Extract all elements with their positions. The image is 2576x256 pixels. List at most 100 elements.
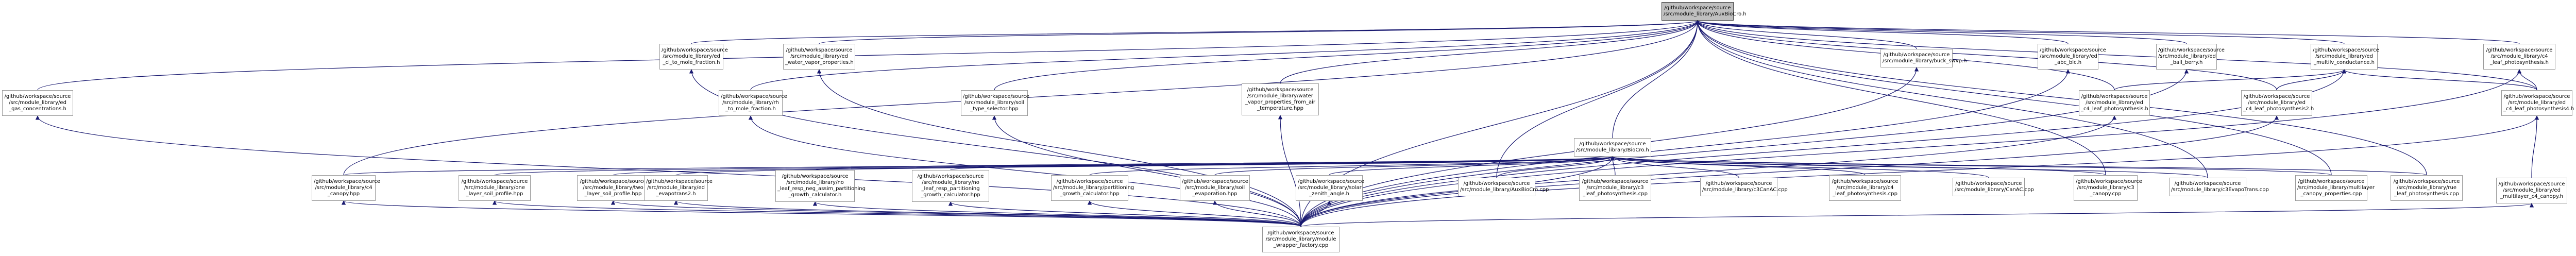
node-label-line: /src/module_library/ed	[2248, 100, 2306, 106]
dependency-edge	[1695, 20, 1917, 49]
node-label-line: /github/workspace/source	[4, 94, 71, 99]
node-label-line: /src/module_library/c3	[2077, 185, 2134, 191]
node-label-line: _zenith_angle.h	[1309, 191, 1350, 197]
node-label-line: _layer_soil_profile.hpp	[466, 191, 523, 197]
file-node[interactable]: /github/workspace/source/src/module_libr…	[1262, 227, 1340, 252]
dependency-edge	[1087, 200, 1301, 227]
file-node[interactable]: /github/workspace/source/src/module_libr…	[644, 175, 713, 201]
node-label-line: /github/workspace/source	[1247, 87, 1314, 93]
dependency-edge	[1695, 20, 2208, 178]
node-label-line: /github/workspace/source	[1832, 179, 1899, 184]
dependency-edge	[37, 20, 1700, 91]
dependency-edge	[1696, 20, 2187, 44]
file-node[interactable]: /github/workspace/source/src/module_libr…	[719, 90, 787, 116]
node-label-line: _ball_berry.h	[2170, 60, 2203, 65]
node-label-line: _canopy.hpp	[327, 191, 360, 197]
file-node[interactable]: /github/workspace/source/src/module_libr…	[1574, 138, 1651, 157]
file-node[interactable]: /github/workspace/source/src/module_libr…	[1700, 178, 1788, 196]
node-label-line: /src/module_library/soil	[1184, 185, 1245, 191]
file-node[interactable]: /github/workspace/source/src/module_libr…	[2079, 90, 2150, 116]
node-label-line: /github/workspace/source	[1182, 179, 1248, 184]
file-node[interactable]: /github/workspace/source/src/module_libr…	[2311, 44, 2379, 70]
file-node[interactable]: /github/workspace/source/src/module_libr…	[775, 170, 866, 202]
file-node[interactable]: /github/workspace/source/src/module_libr…	[459, 175, 531, 201]
file-node[interactable]: /github/workspace/source/src/module_libr…	[2501, 90, 2574, 116]
node-label-line: /src/module_library/ed	[2086, 100, 2143, 106]
node-label-line: /src/module_library/c4	[1836, 185, 1894, 191]
dependency-edge	[748, 115, 1301, 227]
file-node[interactable]: /github/workspace/source/src/module_libr…	[577, 175, 649, 201]
dependency-edge	[1278, 115, 1301, 227]
dependency-edge	[2114, 69, 2347, 91]
dependency-edge	[1212, 200, 1301, 227]
file-node[interactable]: /github/workspace/source/src/module_libr…	[2241, 90, 2314, 116]
dependency-edge	[1300, 156, 1615, 227]
file-node[interactable]: /github/workspace/source/src/module_libr…	[1829, 175, 1901, 201]
node-label-line: /src/module_library/rue	[2397, 185, 2456, 191]
file-node[interactable]: /github/workspace/source/src/module_libr…	[1880, 49, 1967, 67]
dependency-edge	[691, 20, 1700, 44]
file-node[interactable]: /github/workspace/source/src/module_libr…	[2169, 178, 2269, 196]
file-node[interactable]: /github/workspace/source/src/module_libr…	[1180, 175, 1250, 201]
node-label-line: /src/module_library/ed	[790, 54, 848, 59]
file-node[interactable]: /github/workspace/source/src/module_libr…	[2483, 44, 2555, 70]
file-node[interactable]: /github/workspace/source/src/module_libr…	[2074, 175, 2142, 201]
node-label-line: /github/workspace/source	[963, 94, 1029, 99]
file-node[interactable]: /github/workspace/source/src/module_libr…	[1953, 178, 2034, 196]
root-node: /github/workspace/source/src/module_libr…	[1662, 2, 1747, 21]
node-label-line: /github/workspace/source	[2503, 94, 2570, 99]
node-label-line: /github/workspace/source	[1664, 5, 1731, 11]
dependency-edge	[1280, 20, 1700, 84]
node-label-line: /github/workspace/source	[662, 47, 728, 53]
file-node[interactable]: /github/workspace/source/src/module_libr…	[2, 90, 73, 116]
file-node[interactable]: /github/workspace/source/src/module_libr…	[1242, 83, 1319, 115]
dependency-edge	[1496, 20, 1700, 178]
node-label-line: /github/workspace/source	[2313, 47, 2379, 53]
dependency-edge	[1695, 20, 2332, 176]
dependency-edge	[1696, 20, 2069, 44]
node-label-line: _multilv_conductance.h	[2314, 60, 2375, 65]
file-node[interactable]: /github/workspace/source/src/module_libr…	[1579, 175, 1651, 201]
node-label-line: _c4_leaf_photosynthesis2.h	[2243, 106, 2314, 112]
node-label-line: _leaf_resp_partitioning	[921, 186, 980, 192]
file-node[interactable]: /github/workspace/source/src/module_libr…	[2295, 175, 2375, 201]
node-label-line: /src/module_library/ed	[9, 100, 66, 106]
node-label-line: /src/module_library/two	[583, 185, 643, 191]
node-label-line: _multilayer_c4_canopy.h	[2500, 194, 2563, 199]
node-label-line: /src/module_library/BioCro.h	[1576, 147, 1649, 153]
node-label-line: /src/module_library/water	[1247, 93, 1313, 99]
node-label-line: /src/module_library/partitioning	[1053, 185, 1134, 191]
node-label-line: /src/module_library/c3EvapoTrans.cpp	[2171, 187, 2269, 193]
dependency-edge	[1611, 156, 2332, 176]
file-node[interactable]: /github/workspace/source/src/module_libr…	[912, 170, 989, 202]
node-label-line: /github/workspace/source	[314, 179, 380, 184]
file-node[interactable]: /github/workspace/source/src/module_libr…	[1051, 175, 1134, 201]
file-node[interactable]: /github/workspace/source/src/module_libr…	[1296, 175, 1364, 201]
node-label-line: _growth_calculator.hpp	[921, 192, 980, 198]
file-node[interactable]: /github/workspace/source/src/module_libr…	[783, 44, 855, 70]
dependency-edge	[1300, 69, 2071, 227]
node-label-line: _ci_to_mole_fraction.h	[663, 60, 720, 65]
file-node[interactable]: /github/workspace/source/src/module_libr…	[961, 90, 1029, 116]
node-label-line: /src/module_library/module	[1265, 236, 1336, 242]
node-label-line: /github/workspace/source	[1582, 179, 1649, 184]
node-label-line: /github/workspace/source	[2393, 179, 2460, 184]
node-label-line: _leaf_resp_neg_assim_partitioning	[777, 186, 866, 192]
node-label-line: /github/workspace/source	[782, 174, 849, 179]
file-node[interactable]: /github/workspace/source/src/module_libr…	[2391, 175, 2463, 201]
node-label-line: /src/module_library/ed	[2315, 54, 2373, 59]
file-node[interactable]: /github/workspace/source/src/module_libr…	[2496, 178, 2567, 203]
dependency-edge	[1300, 115, 2117, 227]
node-label-line: _abc_blc.h	[2054, 60, 2082, 65]
dependency-edge	[1696, 20, 2345, 44]
file-node[interactable]: /github/workspace/source/src/module_libr…	[659, 44, 728, 70]
file-node[interactable]: /github/workspace/source/src/module_libr…	[1458, 178, 1549, 196]
node-label-line: /github/workspace/source	[1267, 230, 1334, 236]
dependency-edge	[1612, 20, 1700, 139]
file-node[interactable]: /github/workspace/source/src/module_libr…	[312, 175, 380, 201]
node-label-line: /src/module_library/no	[922, 180, 979, 185]
file-node[interactable]: /github/workspace/source/src/module_libr…	[2038, 44, 2106, 70]
file-node[interactable]: /github/workspace/source/src/module_libr…	[2156, 44, 2225, 70]
dependency-edge	[1300, 69, 2189, 227]
